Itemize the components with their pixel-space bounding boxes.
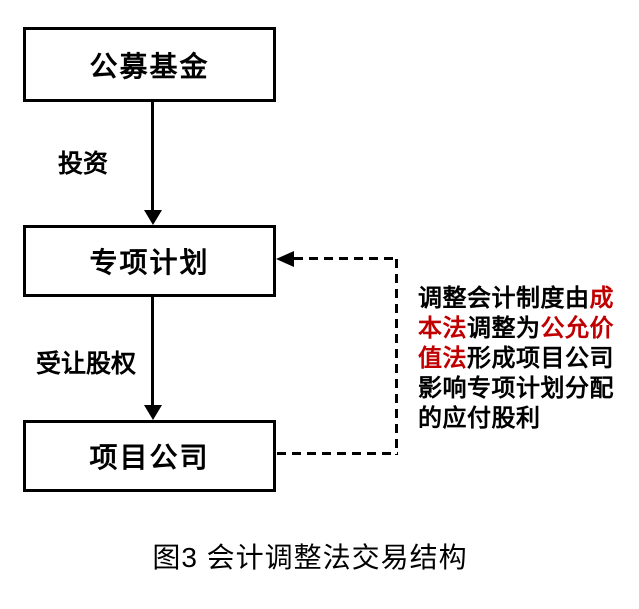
arrowhead-down-icon xyxy=(144,405,162,420)
dashed-connector-right xyxy=(395,259,398,455)
annotation-line: 的应付股利 xyxy=(418,404,633,434)
node-project-company: 项目公司 xyxy=(23,420,276,492)
annotation-segment: 调整会计制度由 xyxy=(418,285,590,312)
annotation-line: 影响专项计划分配 xyxy=(418,374,633,404)
dashed-connector-bottom xyxy=(277,452,398,455)
arrowhead-down-icon xyxy=(144,210,162,225)
node-project-company-label: 项目公司 xyxy=(89,442,210,473)
edge-label-transfer-equity: 受让股权 xyxy=(36,350,137,378)
annotation-segment-highlight: 成 xyxy=(589,285,614,312)
annotation-segment: 调整为 xyxy=(467,315,541,342)
arrow-invest-line xyxy=(151,102,154,210)
annotation-line: 值法形成项目公司 xyxy=(418,344,633,374)
edge-label-invest: 投资 xyxy=(58,150,109,178)
node-special-plan-label: 专项计划 xyxy=(89,247,210,278)
annotation-segment: 形成项目公司 xyxy=(467,345,614,372)
annotation-segment: 影响专项计划分配 xyxy=(418,375,614,402)
arrow-transfer-line xyxy=(151,297,154,405)
annotation-segment: 的应付股利 xyxy=(418,405,541,432)
annotation-segment-highlight: 值法 xyxy=(418,345,467,372)
node-public-fund-label: 公募基金 xyxy=(89,50,210,82)
dashed-connector-top xyxy=(294,257,398,260)
annotation-text: 调整会计制度由成 本法调整为公允价 值法形成项目公司 影响专项计划分配 的应付股… xyxy=(418,284,633,434)
figure-caption: 图3 会计调整法交易结构 xyxy=(152,542,468,573)
node-special-plan: 专项计划 xyxy=(23,225,276,297)
arrowhead-left-icon xyxy=(276,251,294,267)
node-public-fund: 公募基金 xyxy=(23,27,276,102)
annotation-segment-highlight: 公允价 xyxy=(540,315,614,342)
annotation-line: 本法调整为公允价 xyxy=(418,314,633,344)
annotation-line: 调整会计制度由成 xyxy=(418,284,633,314)
annotation-segment-highlight: 本法 xyxy=(418,315,467,342)
